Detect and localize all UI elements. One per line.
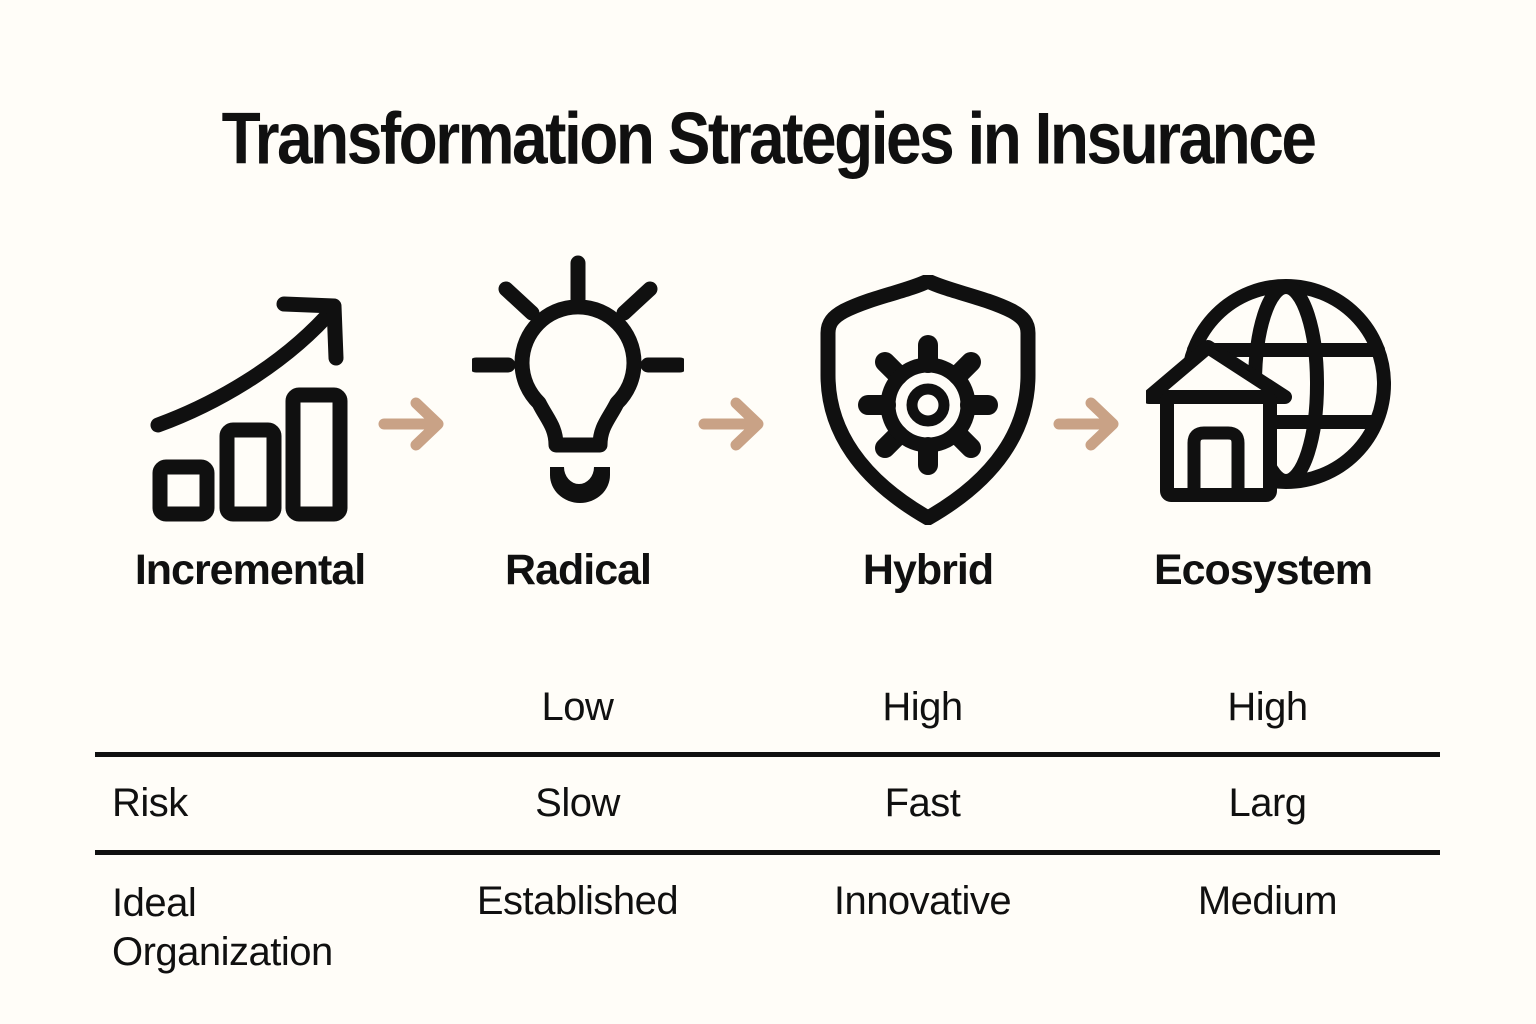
table-cell: High: [882, 685, 963, 729]
table-cell: High: [1227, 685, 1308, 729]
table-cell: Larg: [1228, 781, 1307, 825]
table-row: Low High High: [95, 663, 1440, 757]
table-cell: Low: [541, 685, 614, 729]
table-row: Risk Slow Fast Larg: [95, 757, 1440, 855]
globe-house-icon: [1146, 279, 1391, 502]
strategy-label-hybrid: Hybrid: [862, 546, 994, 594]
table-cell: Innovative: [833, 879, 1012, 923]
right-arrow-icon: [378, 397, 444, 451]
right-arrow-icon: [698, 397, 764, 451]
strategy-label-radical: Radical: [505, 546, 652, 594]
comparison-table: Low High High Risk Slow Fast Larg Ideal …: [95, 663, 1440, 977]
shield-gear-icon: [820, 275, 1036, 525]
growth-chart-icon: [150, 296, 348, 522]
page-title: Transformation Strategies in Insurance: [221, 97, 1317, 180]
table-cell: Fast: [884, 781, 961, 825]
table-cell: Established: [476, 879, 679, 923]
table-row: Ideal Organization Established Innovativ…: [95, 855, 1440, 977]
row-label: Ideal Organization: [112, 881, 333, 974]
table-cell: Medium: [1197, 879, 1338, 923]
strategy-label-incremental: Incremental: [134, 546, 366, 594]
strategy-label-ecosystem: Ecosystem: [1153, 546, 1373, 594]
lightbulb-icon: [472, 255, 684, 503]
right-arrow-icon: [1053, 397, 1119, 451]
row-label: Risk: [112, 781, 188, 826]
table-cell: Slow: [535, 781, 620, 825]
